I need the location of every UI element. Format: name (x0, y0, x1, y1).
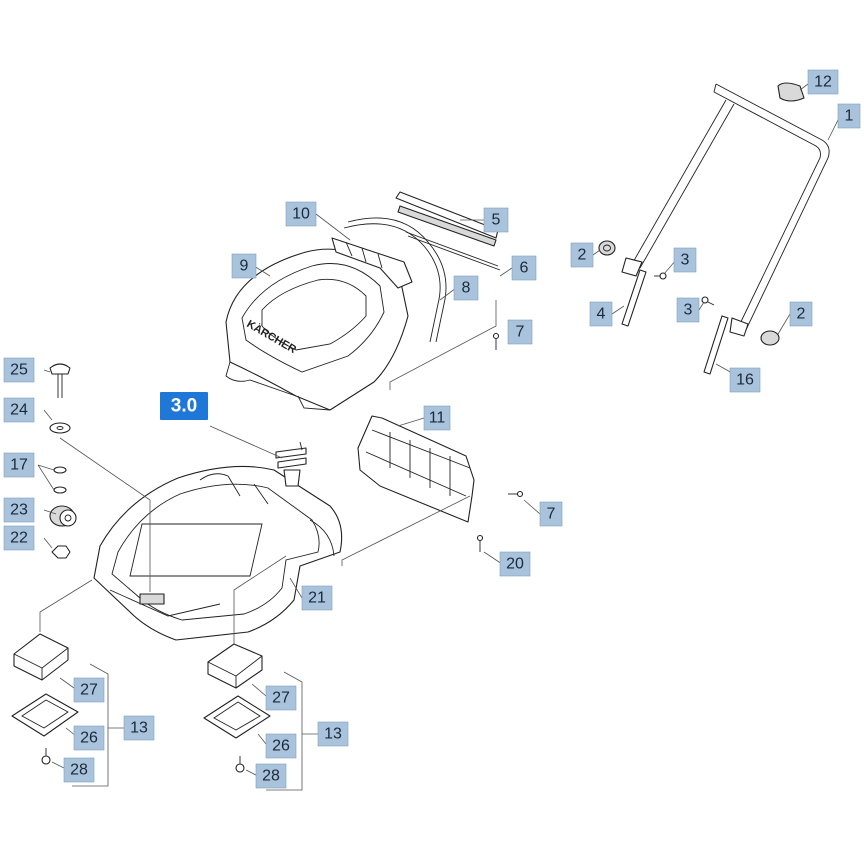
part-foot-plate-left (11, 693, 79, 737)
callout-7: 7 (507, 319, 533, 345)
callout-labels: 12 1 2 3 4 3 2 16 10 5 9 6 8 7 25 24 17 … (3, 69, 861, 789)
svg-text:1: 1 (845, 108, 854, 125)
svg-text:7: 7 (547, 506, 556, 523)
part-screw-small-b (701, 296, 715, 306)
part-screw-lower (476, 534, 484, 552)
leader-lines (37, 83, 841, 791)
callout-20: 20 (499, 551, 531, 577)
part-screw-container (508, 490, 524, 498)
svg-text:10: 10 (292, 206, 310, 223)
svg-text:22: 22 (10, 530, 28, 547)
part-foot-screw-right (235, 756, 245, 773)
callout-22: 22 (3, 525, 35, 551)
callout-28: 28 (63, 757, 95, 783)
callout-3: 3 (673, 247, 697, 273)
svg-text:27: 27 (272, 690, 290, 707)
svg-text:13: 13 (130, 720, 148, 737)
assembly-badge: 3.0 (160, 392, 208, 420)
callout-6: 6 (511, 255, 537, 281)
svg-text:16: 16 (736, 372, 754, 389)
svg-text:9: 9 (240, 258, 249, 275)
svg-text:3: 3 (681, 252, 690, 269)
callout-9: 9 (231, 253, 257, 279)
callout-27: 27 (73, 677, 105, 703)
part-bracket-right (703, 315, 729, 375)
part-sealing-lip (395, 191, 499, 247)
part-washer-large (49, 422, 71, 434)
callout-26: 26 (73, 725, 105, 751)
callout-11: 11 (423, 405, 451, 431)
callout-26: 26 (265, 733, 297, 759)
svg-text:2: 2 (578, 247, 587, 264)
svg-text:26: 26 (80, 730, 98, 747)
callout-23: 23 (3, 497, 35, 523)
part-foot-plate-right (203, 695, 271, 739)
callout-25: 25 (3, 357, 35, 383)
svg-text:6: 6 (520, 260, 529, 277)
part-hinge-assembly (275, 441, 307, 487)
part-foot-pad-left (13, 633, 69, 681)
callout-7: 7 (539, 501, 563, 527)
part-wheel (49, 505, 77, 527)
callout-24: 24 (3, 397, 35, 423)
part-carriage-bolt (49, 363, 71, 398)
callout-28: 28 (255, 763, 287, 789)
part-debris-container (357, 415, 475, 523)
svg-text:8: 8 (462, 280, 471, 297)
svg-text:2: 2 (797, 306, 806, 323)
callout-10: 10 (285, 201, 317, 227)
svg-text:26: 26 (272, 738, 290, 755)
svg-text:11: 11 (429, 410, 446, 427)
callout-13: 13 (317, 721, 349, 747)
svg-text:25: 25 (10, 362, 28, 379)
part-bracket-left (621, 269, 647, 327)
part-base-frame (93, 465, 343, 641)
svg-text:20: 20 (506, 556, 524, 573)
part-hood-grille (331, 237, 413, 289)
part-foot-screw-left (41, 748, 51, 765)
part-handle-knob-left (598, 240, 616, 256)
callout-4: 4 (589, 301, 613, 327)
callout-8: 8 (453, 275, 479, 301)
callout-12: 12 (807, 69, 839, 95)
svg-text:4: 4 (597, 306, 606, 323)
svg-text:5: 5 (492, 212, 501, 229)
part-seal-strip-curved (343, 217, 447, 343)
callout-5: 5 (483, 207, 509, 233)
svg-text:7: 7 (516, 324, 525, 341)
part-top-cover: KÄRCHER (225, 248, 409, 411)
svg-text:24: 24 (10, 402, 28, 419)
callout-27: 27 (265, 685, 297, 711)
svg-text:27: 27 (80, 682, 98, 699)
part-handle-grip-cap (777, 82, 805, 102)
callout-1: 1 (837, 103, 861, 129)
part-strip-thin (405, 231, 501, 271)
svg-text:12: 12 (814, 74, 832, 91)
svg-text:13: 13 (324, 726, 342, 743)
part-handle-knob-right (760, 330, 780, 346)
svg-text:17: 17 (10, 457, 28, 474)
callout-3: 3 (676, 297, 700, 323)
callout-17: 17 (3, 452, 35, 478)
svg-text:3: 3 (684, 302, 693, 319)
svg-text:28: 28 (262, 768, 280, 785)
callout-16: 16 (729, 367, 761, 393)
callout-2: 2 (789, 301, 813, 327)
part-foot-pad-right (207, 643, 263, 689)
assembly-badge-label: 3.0 (171, 396, 197, 417)
callout-2: 2 (570, 242, 594, 268)
svg-text:21: 21 (308, 590, 326, 607)
part-nut (51, 545, 71, 559)
part-washer-small-pair (53, 466, 67, 494)
svg-text:23: 23 (10, 502, 28, 519)
svg-text:28: 28 (70, 762, 88, 779)
callout-21: 21 (301, 585, 333, 611)
part-screw-small-a (654, 272, 667, 280)
part-handle (621, 83, 830, 337)
part-screw-top (492, 332, 500, 350)
callout-13: 13 (123, 715, 155, 741)
